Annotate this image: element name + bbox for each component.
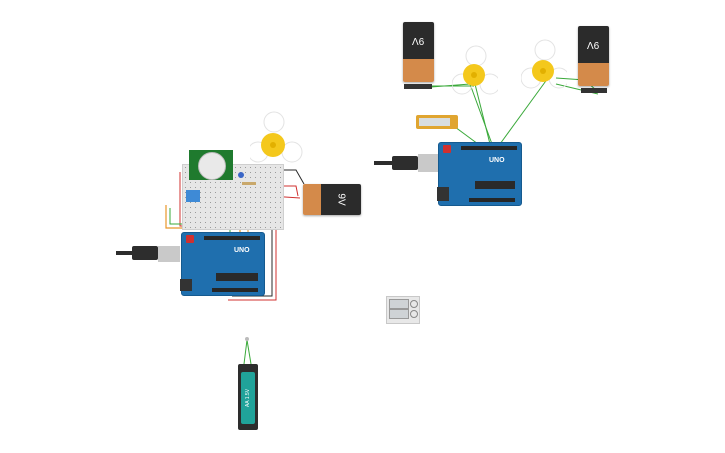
battery-label: 9V (412, 35, 425, 47)
battery-9v-top-right[interactable]: 9V (578, 26, 609, 86)
pir-sensor-icon[interactable] (189, 150, 233, 180)
usb-cable (374, 161, 392, 165)
lcd-module[interactable] (416, 115, 458, 129)
fan-icon[interactable] (521, 38, 567, 94)
usb-cable (116, 251, 134, 255)
battery-9v-top-left[interactable]: 9V (403, 22, 434, 82)
wire-red (228, 220, 277, 301)
usb-plug-icon[interactable] (132, 246, 158, 260)
wire-green (454, 126, 479, 145)
dip-switch[interactable] (186, 190, 200, 202)
battery-clip (581, 88, 607, 93)
usb-connector (418, 154, 440, 172)
usb-plug-icon[interactable] (392, 156, 418, 170)
battery-icon[interactable]: AA 1.5V (238, 364, 258, 430)
arduino-label: UNO (489, 157, 505, 164)
arduino-uno-left[interactable]: UNO (180, 232, 265, 296)
aa-battery-label: AA 1.5V (245, 388, 252, 408)
arduino-uno-right[interactable]: UNO (437, 142, 522, 206)
battery-9v-left[interactable]: 9V (303, 184, 361, 215)
fan-icon[interactable] (452, 44, 498, 100)
wire-black (232, 222, 273, 297)
battery-clip (404, 84, 432, 89)
wire-green (499, 77, 549, 145)
battery-label: 9V (587, 39, 600, 51)
wire-green (243, 339, 248, 365)
potentiometer[interactable] (238, 172, 244, 178)
battery-terminal (245, 337, 249, 341)
power-supply[interactable] (386, 296, 420, 324)
resistor (242, 182, 256, 185)
arduino-label: UNO (234, 247, 250, 254)
wire-green (473, 79, 491, 145)
battery-label: 9V (335, 193, 347, 206)
fan-icon[interactable] (250, 110, 306, 166)
usb-connector (158, 246, 180, 262)
wire-green (246, 339, 252, 365)
